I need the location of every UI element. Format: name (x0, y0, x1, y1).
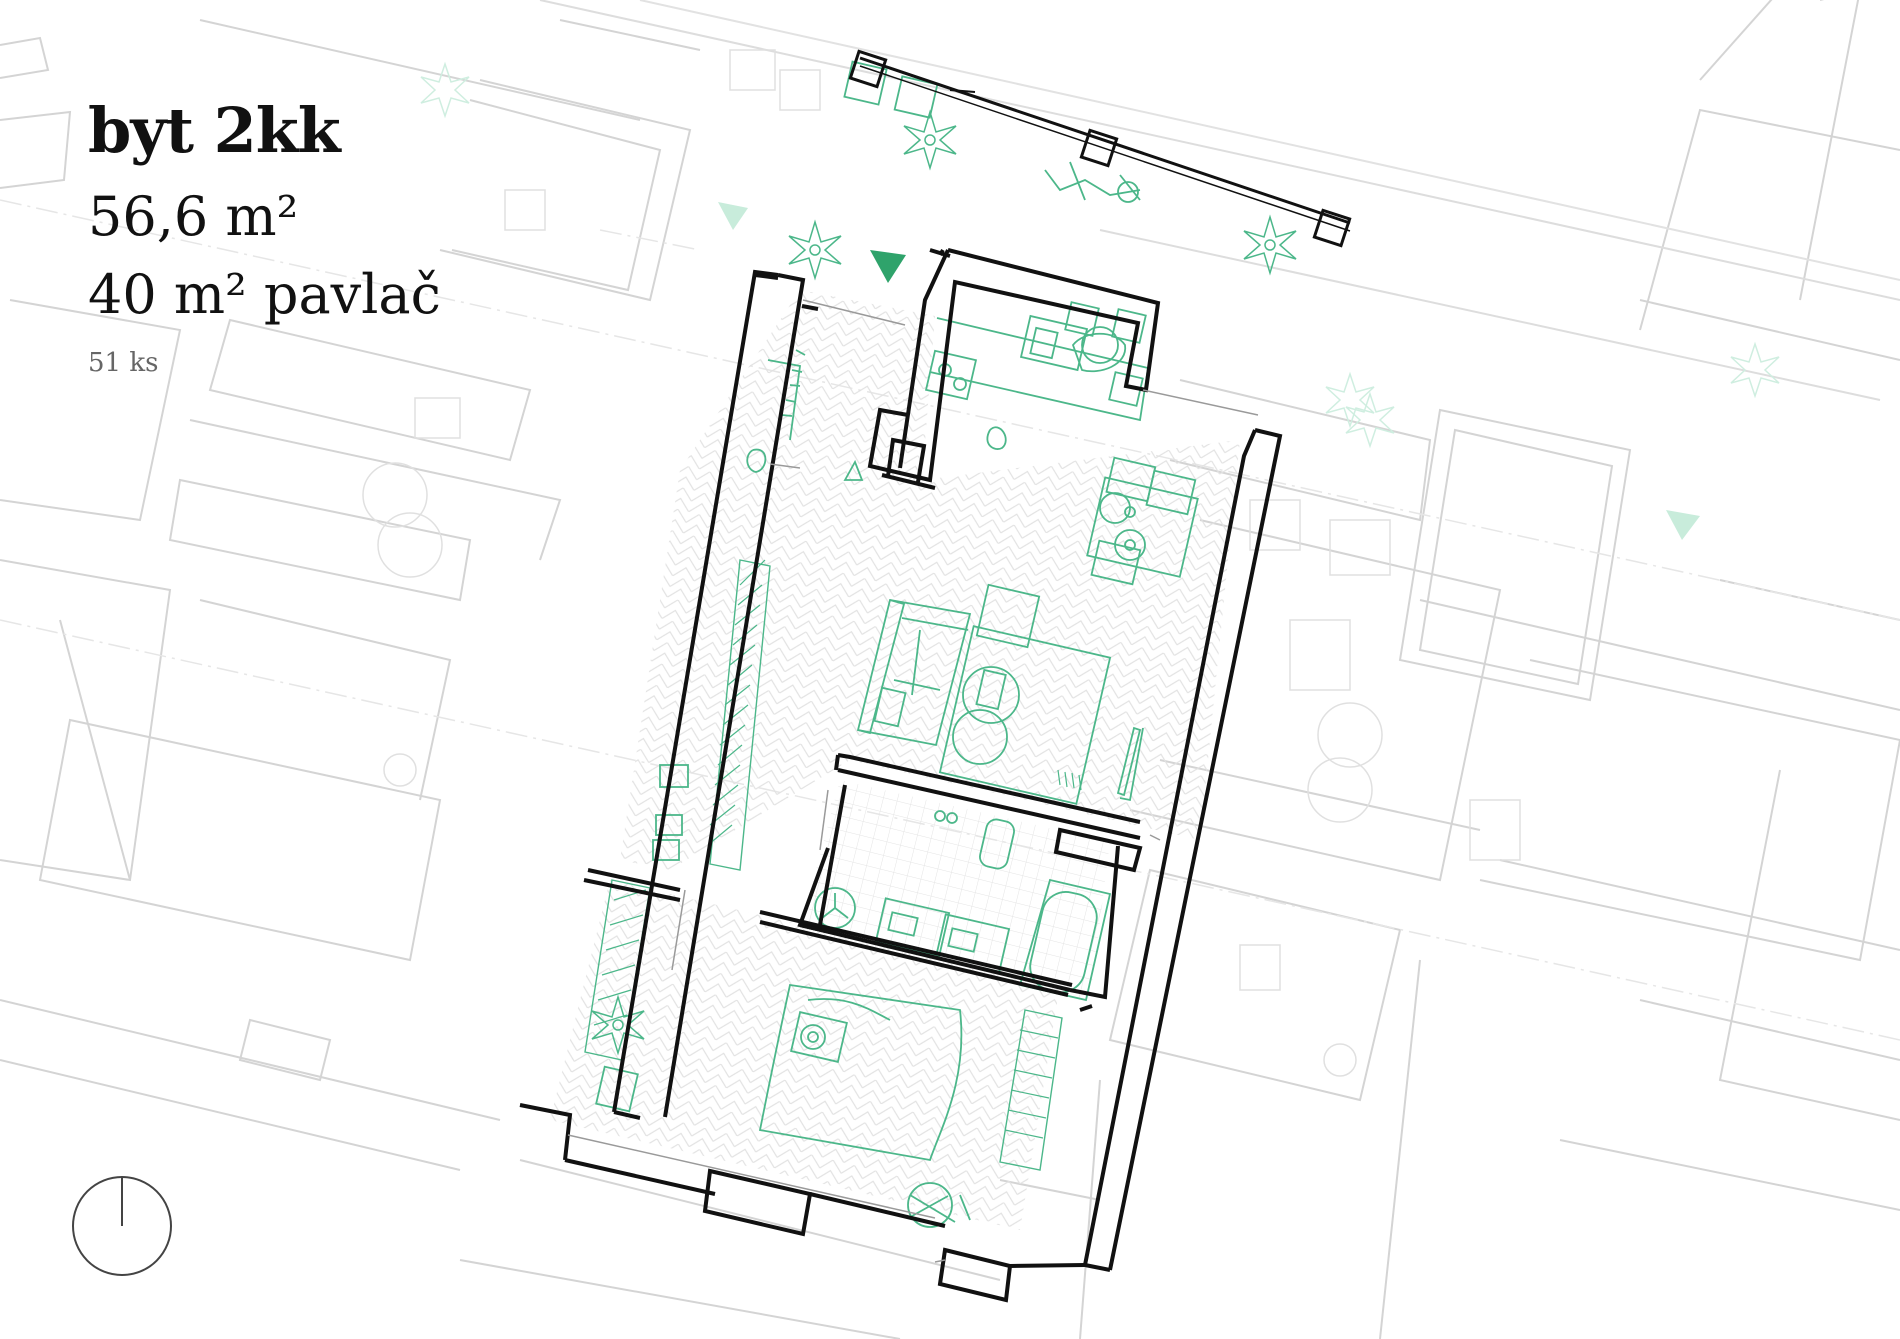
door-swings (671, 463, 829, 971)
walls (519, 248, 1283, 1303)
north-arrow-icon (72, 1176, 172, 1276)
floor-area: 56,6 m² (88, 185, 299, 248)
windows (567, 299, 1259, 1263)
unit-type: byt 2kk (88, 94, 341, 167)
balcony-area: 40 m² pavlač (88, 263, 441, 326)
context-furniture (362, 49, 1521, 1077)
balcony-rail (848, 49, 1352, 248)
triangle-marker-icon (718, 202, 1700, 540)
context-plants (420, 63, 1780, 447)
unit-info: byt 2kk 56,6 m² 40 m² pavlač 51 ks (88, 94, 441, 379)
unit-count: 51 ks (88, 348, 159, 378)
